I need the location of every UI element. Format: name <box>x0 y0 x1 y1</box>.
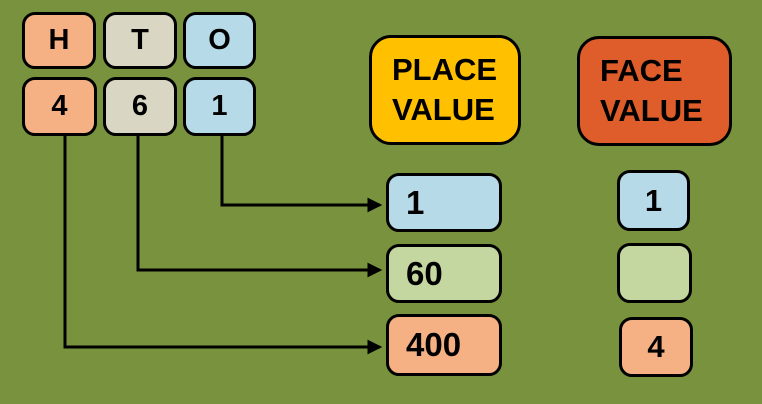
face-value-tens-box <box>617 243 692 303</box>
face-value-header-line2: VALUE <box>600 93 703 128</box>
arrow-hundreds-to-place-value <box>63 136 383 355</box>
place-value-header-line2: VALUE <box>392 92 495 127</box>
tens-digit-text: 6 <box>131 90 149 122</box>
place-value-ones-box: 1 <box>386 173 502 232</box>
face-value-ones-text: 1 <box>644 182 663 218</box>
place-value-tens-text: 60 <box>406 254 443 292</box>
face-value-hundreds-box: 4 <box>619 317 693 377</box>
arrow-tens-to-place-value <box>136 136 383 278</box>
column-label-tens: T <box>103 12 177 69</box>
digit-ones: 1 <box>183 77 256 136</box>
ones-label-text: O <box>208 24 231 56</box>
hundreds-digit-text: 4 <box>51 90 68 122</box>
ones-digit-text: 1 <box>211 90 228 122</box>
place-value-hundreds-text: 400 <box>406 326 462 363</box>
digit-tens: 6 <box>103 77 177 136</box>
place-value-hundreds-box: 400 <box>386 314 502 376</box>
hundreds-label-text: H <box>48 24 70 56</box>
face-value-hundreds-text: 4 <box>647 329 665 364</box>
face-value-ones-box: 1 <box>617 170 690 231</box>
arrow-ones-to-place-value <box>220 136 383 213</box>
digit-hundreds: 4 <box>22 77 97 136</box>
place-value-tens-box: 60 <box>386 244 502 303</box>
place-value-ones-text: 1 <box>406 183 425 221</box>
face-value-header-line1: FACE <box>600 53 683 88</box>
column-label-hundreds: H <box>22 12 96 69</box>
face-value-header: FACE VALUE <box>577 36 732 146</box>
tens-label-text: T <box>131 24 149 56</box>
column-label-ones: O <box>183 12 256 69</box>
place-value-header-line1: PLACE <box>392 52 498 87</box>
place-value-header: PLACE VALUE <box>369 35 521 145</box>
